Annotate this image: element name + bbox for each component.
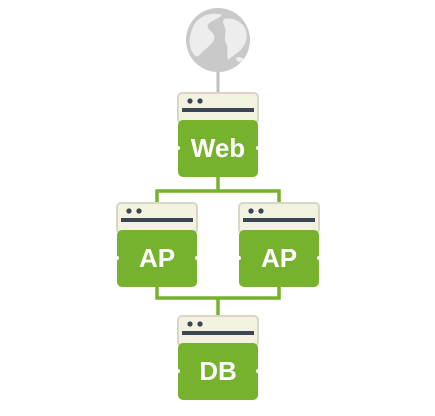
db-node-label: DB xyxy=(199,356,237,386)
web-node-label: Web xyxy=(191,133,245,163)
connector-web-ap xyxy=(155,177,281,203)
browser-window-icon xyxy=(116,202,198,234)
ap-server-node-right: AP xyxy=(237,202,321,287)
web-node-box xyxy=(178,120,258,177)
ap-left-node-label: AP xyxy=(139,243,175,273)
browser-window-icon xyxy=(177,315,259,347)
db-server-node: DB xyxy=(176,315,260,400)
browser-window-icon xyxy=(177,92,259,124)
ap-server-node-left: AP xyxy=(115,202,199,287)
ap-left-node-box xyxy=(117,230,197,287)
globe-icon xyxy=(186,8,250,72)
ap-right-node-box xyxy=(239,230,319,287)
ap-right-node-label: AP xyxy=(261,243,297,273)
connector-ap-db xyxy=(155,287,281,316)
db-node-box xyxy=(178,343,258,400)
web-server-node: Web xyxy=(176,92,260,177)
browser-window-icon xyxy=(238,202,320,234)
